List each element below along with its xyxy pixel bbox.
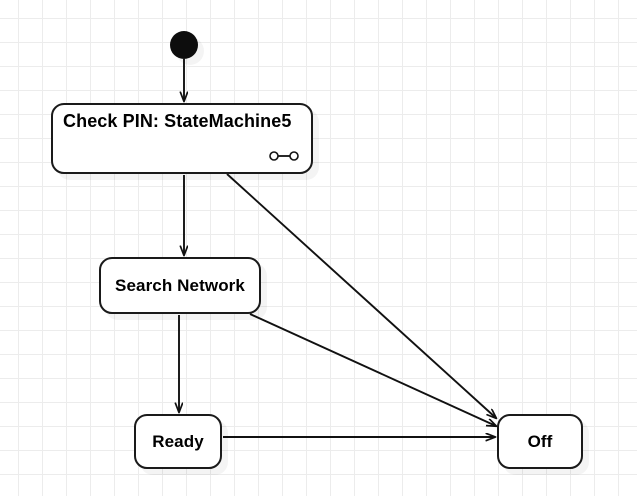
state-label-check-pin: Check PIN: StateMachine5 bbox=[63, 111, 292, 131]
initial-state-node[interactable] bbox=[170, 31, 198, 59]
state-node-ready[interactable]: Ready bbox=[134, 414, 222, 469]
state-node-check-pin[interactable]: Check PIN: StateMachine5 bbox=[51, 103, 313, 174]
state-label-off: Off bbox=[527, 431, 553, 451]
edge-search-to-off bbox=[249, 313, 496, 426]
state-node-off[interactable]: Off bbox=[497, 414, 583, 469]
edge-checkpin-to-off bbox=[226, 173, 496, 418]
state-node-search-network[interactable]: Search Network bbox=[99, 257, 261, 314]
state-label-search-network: Search Network bbox=[115, 275, 245, 295]
composite-state-icon bbox=[269, 151, 299, 161]
state-label-ready: Ready bbox=[152, 431, 204, 451]
